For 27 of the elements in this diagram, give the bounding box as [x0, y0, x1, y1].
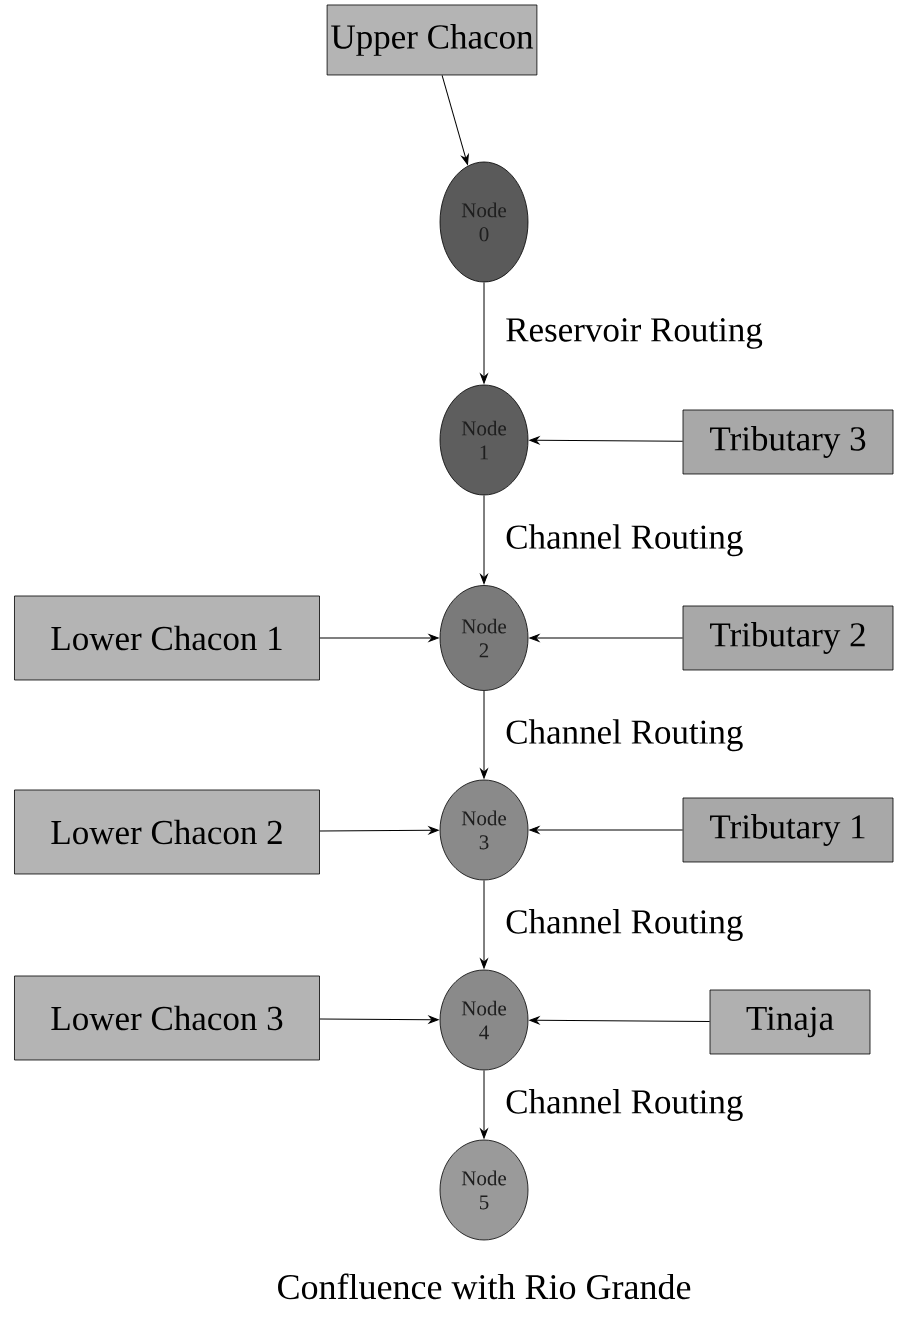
arrow [480, 879, 488, 969]
arrow [480, 1069, 488, 1139]
source-box: Tinaja [709, 989, 871, 1055]
arrow [480, 494, 488, 585]
arrow [441, 74, 469, 165]
arrow [529, 826, 684, 834]
source-box: Lower Chacon 1 [14, 595, 320, 681]
arrow [319, 634, 439, 642]
arrow [480, 690, 488, 779]
arrow [480, 281, 488, 384]
source-box: Tributary 3 [682, 409, 894, 475]
edge-label: Channel Routing [504, 523, 745, 558]
arrow [529, 436, 684, 445]
edge-label: Channel Routing [504, 908, 745, 942]
source-box: Lower Chacon 3 [14, 975, 320, 1061]
arrow [529, 1016, 711, 1025]
edge-label: Reservoir Routing [504, 317, 764, 350]
source-box: Upper Chacon [326, 4, 538, 76]
source-box: Tributary 1 [682, 797, 894, 863]
edge-label: Channel Routing [504, 718, 745, 753]
arrow [319, 1015, 439, 1024]
caption-text: Confluence with Rio Grande [278, 1273, 691, 1300]
source-box: Lower Chacon 2 [14, 789, 320, 875]
source-box: Tributary 2 [682, 605, 894, 671]
arrow [529, 634, 684, 642]
edge-label: Channel Routing [504, 1088, 745, 1122]
arrow [319, 826, 439, 835]
